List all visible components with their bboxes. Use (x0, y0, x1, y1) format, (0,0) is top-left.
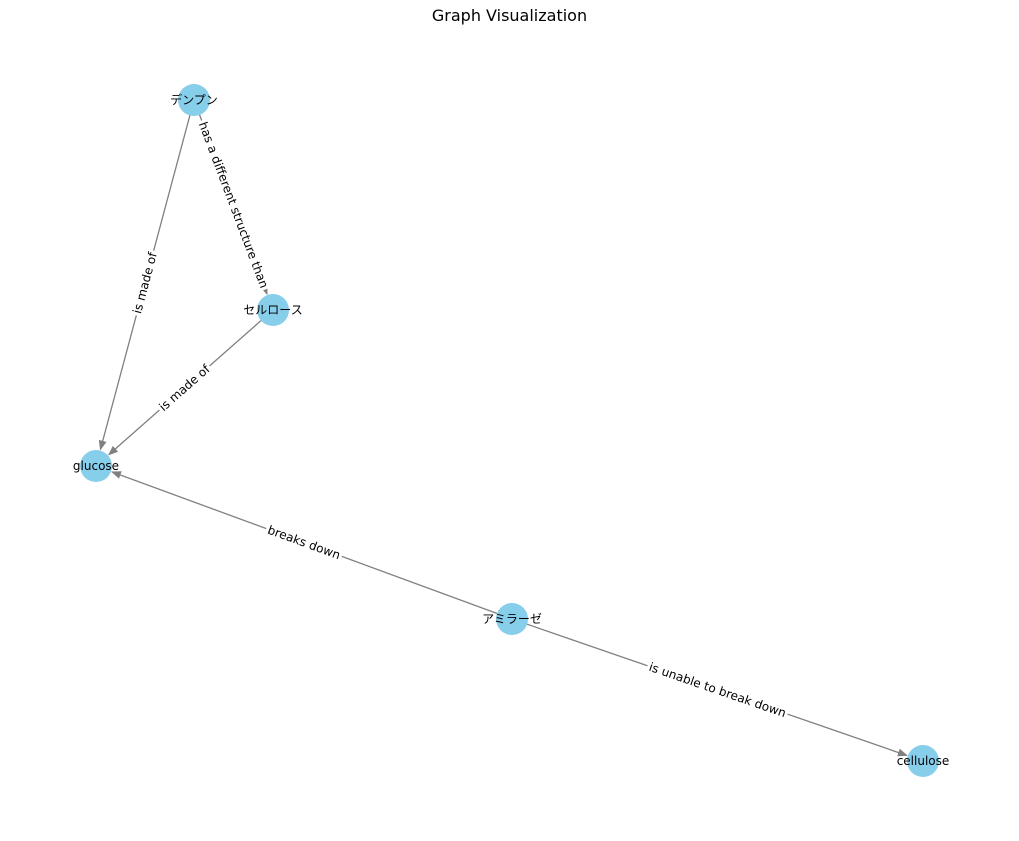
node-cellulose: cellulose (897, 745, 950, 777)
node-circle (80, 450, 112, 482)
edge-label-text: is made of (130, 250, 160, 315)
node-glucose: glucose (73, 450, 119, 482)
node-circle (178, 84, 210, 116)
node-circle (257, 294, 289, 326)
edge-label-text: is made of (156, 361, 213, 414)
edge-label-cellulose_ja-glucose: is made of (154, 360, 215, 416)
edge-label-amylase-cellulose: is unable to break down (645, 659, 790, 721)
edge-label-starch-cellulose_ja: has a different structure than (195, 118, 272, 292)
edge-label-amylase-glucose: breaks down (263, 522, 345, 563)
edge-label-text: has a different structure than (196, 120, 271, 290)
node-amylase: アミラーゼ (482, 603, 542, 635)
node-label: glucose (73, 459, 119, 473)
edge-label-text: is unable to break down (647, 660, 788, 720)
graph-title: Graph Visualization (431, 6, 588, 25)
edge-label-background (195, 118, 272, 292)
edge-label-background (154, 360, 215, 416)
node-circle (496, 603, 528, 635)
node-cellulose_ja: セルロース (243, 294, 303, 326)
edge-label-starch-glucose: is made of (129, 248, 161, 318)
node-starch: デンプン (170, 84, 218, 116)
edge-label-background (129, 248, 161, 318)
edge-label-text: breaks down (266, 523, 343, 563)
edge-label-background (645, 659, 790, 721)
node-label: セルロース (243, 303, 302, 317)
node-label: デンプン (170, 92, 218, 107)
edge-labels-layer: is made of has a different structure than… (129, 118, 790, 721)
node-label: アミラーゼ (482, 612, 542, 626)
node-circle (907, 745, 939, 777)
edges-layer (98, 112, 908, 757)
edge-label-background (263, 522, 345, 563)
node-label: cellulose (897, 754, 950, 768)
